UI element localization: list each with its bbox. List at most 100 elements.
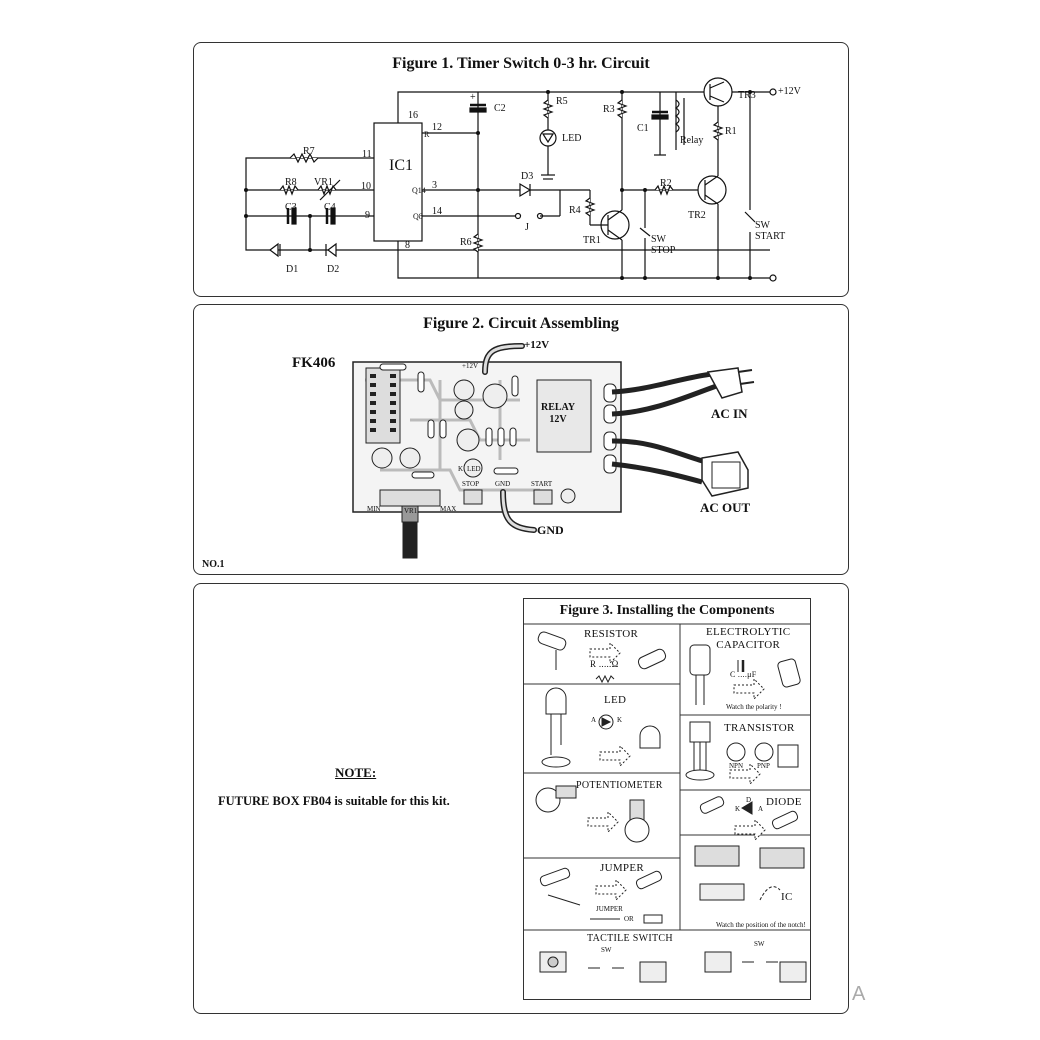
note-text: FUTURE BOX FB04 is suitable for this kit… bbox=[218, 794, 450, 808]
relay-label: RELAY 12V bbox=[541, 402, 576, 425]
pin-q8: Q8 bbox=[413, 212, 423, 221]
note-heading: NOTE: bbox=[335, 765, 377, 780]
diode-label: DIODE bbox=[766, 796, 802, 808]
diode-d-label: D bbox=[746, 796, 752, 804]
j-label: J bbox=[525, 222, 529, 233]
watch-notch-label: Watch the position of the notch! bbox=[716, 921, 806, 929]
transistor-label: TRANSISTOR bbox=[724, 722, 795, 734]
pin-9: 9 bbox=[365, 210, 370, 221]
vr1-label: VR1 bbox=[314, 177, 333, 188]
tr1-label: TR1 bbox=[583, 235, 601, 246]
board-min-label: MIN bbox=[367, 505, 381, 513]
board-k-label: K bbox=[458, 465, 464, 473]
figure-1-title: Figure 1. Timer Switch 0-3 hr. Circuit bbox=[392, 55, 650, 72]
watch-polarity-label: Watch the polarity ! bbox=[726, 703, 782, 711]
pin-8: 8 bbox=[405, 240, 410, 251]
d2-label: D2 bbox=[327, 264, 340, 275]
board-gnd-label: GND bbox=[495, 480, 511, 488]
r8-label: R8 bbox=[285, 177, 297, 188]
pin-3: 3 bbox=[432, 180, 437, 191]
cap-c3 bbox=[371, 447, 393, 469]
cap-symbol-label: C ....μF bbox=[730, 670, 757, 679]
npn-label: NPN bbox=[729, 762, 744, 770]
board-vr1-label: VR1 bbox=[404, 507, 418, 515]
r6-label: R6 bbox=[460, 237, 472, 248]
r5-label: R5 bbox=[556, 96, 568, 107]
jumper-label: JUMPER bbox=[600, 862, 644, 874]
v12-wire-label: +12V bbox=[524, 339, 550, 351]
watermark-text: A bbox=[852, 983, 866, 1005]
pin-r: R bbox=[424, 130, 430, 139]
led-k-label: K bbox=[617, 716, 623, 724]
pin-10: 10 bbox=[361, 181, 371, 192]
c2-label: C2 bbox=[494, 103, 506, 114]
ic-label: IC bbox=[781, 891, 793, 903]
board-model-label: FK406 bbox=[292, 355, 336, 371]
pin-q14: Q14 bbox=[412, 186, 426, 195]
pnp-label: PNP bbox=[757, 762, 770, 770]
sw-label-right: SW bbox=[754, 940, 765, 948]
jumper-or-label: OR bbox=[624, 915, 634, 923]
pin-14: 14 bbox=[432, 206, 442, 217]
relay-block bbox=[536, 379, 592, 453]
vr1-symbol bbox=[317, 184, 337, 196]
led-label: LED bbox=[562, 133, 582, 144]
d3-label: D3 bbox=[521, 171, 534, 182]
led-label: LED bbox=[604, 694, 627, 706]
r2-label: R2 bbox=[660, 178, 672, 189]
sw-stop-label: SW STOP bbox=[651, 234, 676, 256]
v12-label: +12V bbox=[778, 86, 801, 97]
electrolytic-label: ELECTROLYTIC CAPACITOR bbox=[706, 626, 791, 651]
c4-label: C4 bbox=[324, 202, 336, 213]
board-led bbox=[463, 458, 483, 478]
board-start-label: START bbox=[531, 480, 553, 488]
install-components-chart: Figure 3. Installing the Components bbox=[523, 598, 811, 1000]
cap-c4 bbox=[399, 447, 421, 469]
tactile-switch-label: TACTILE SWITCH bbox=[587, 933, 673, 944]
diode-k-label: K bbox=[735, 805, 741, 813]
ac-in-label: AC IN bbox=[711, 406, 748, 421]
board-max-label: MAX bbox=[440, 505, 457, 513]
potentiometer-label: POTENTIOMETER bbox=[576, 780, 663, 791]
board-led-label: LED bbox=[467, 465, 481, 473]
c3-label: C3 bbox=[285, 202, 297, 213]
r7-symbol bbox=[289, 152, 319, 164]
sw-start-label: SW START bbox=[755, 220, 786, 242]
figure-2-title: Figure 2. Circuit Assembling bbox=[423, 315, 619, 332]
board-start-switch bbox=[533, 489, 553, 505]
pin-12: 12 bbox=[432, 122, 442, 133]
tr3-label: TR3 bbox=[738, 90, 756, 101]
jumper-sub-label: JUMPER bbox=[596, 905, 623, 913]
resistor-symbol-label: R .....Ω bbox=[590, 659, 619, 669]
pin-16: 16 bbox=[408, 110, 418, 121]
board-stop-switch bbox=[463, 489, 483, 505]
figure-1-panel: Figure 1. Timer Switch 0-3 hr. Circuit bbox=[193, 42, 849, 297]
led-a-label: A bbox=[591, 716, 597, 724]
ac-out-label: AC OUT bbox=[700, 500, 751, 515]
c1-label: C1 bbox=[637, 123, 649, 134]
ac-plug bbox=[706, 367, 743, 399]
vr1-knob bbox=[402, 521, 418, 559]
r7-label: R7 bbox=[303, 146, 315, 157]
diode-a-label: A bbox=[758, 805, 764, 813]
r1-label: R1 bbox=[725, 126, 737, 137]
c2-plus: + bbox=[470, 92, 476, 103]
pin-11: 11 bbox=[362, 149, 372, 160]
board-12v-label: +12V bbox=[462, 362, 479, 370]
r4-label: R4 bbox=[569, 205, 581, 216]
tr2-label: TR2 bbox=[688, 210, 706, 221]
r3-label: R3 bbox=[603, 104, 615, 115]
sw-label-left: SW bbox=[601, 946, 612, 954]
figure-3-title: Figure 3. Installing the Components bbox=[559, 603, 775, 618]
page-number: NO.1 bbox=[202, 559, 225, 570]
ic1-label: IC1 bbox=[389, 157, 413, 174]
d1-label: D1 bbox=[286, 264, 299, 275]
r8-symbol bbox=[279, 184, 299, 196]
gnd-label: GND bbox=[537, 523, 564, 537]
relay-label: Relay bbox=[680, 135, 704, 146]
board-stop-label: STOP bbox=[462, 480, 479, 488]
resistor-label: RESISTOR bbox=[584, 628, 639, 640]
